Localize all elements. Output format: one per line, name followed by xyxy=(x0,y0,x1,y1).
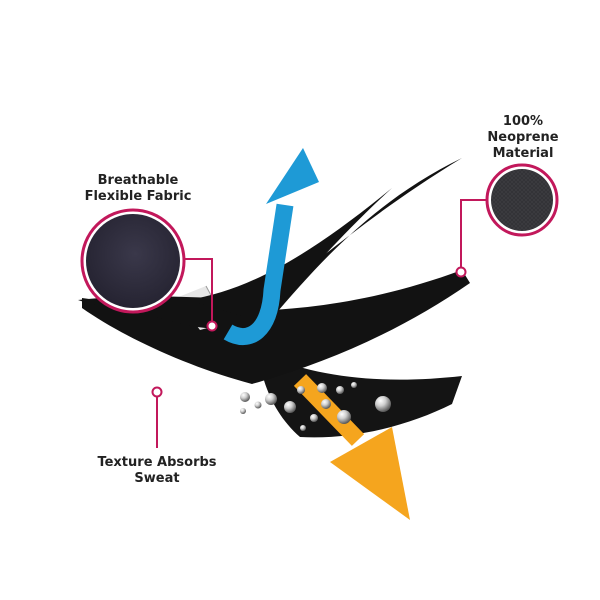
middle-layer xyxy=(188,188,392,322)
neoprene-label: 100% Neoprene Material xyxy=(478,114,568,162)
neoprene-label-line3: Material xyxy=(492,146,554,161)
texture-layer xyxy=(258,352,462,438)
sweat-droplets xyxy=(240,382,391,431)
texture-label: Texture Absorbs Sweat xyxy=(92,455,222,487)
texture-label-line2: Sweat xyxy=(134,471,180,486)
neoprene-label-line1: 100% xyxy=(502,114,544,129)
breathable-label: Breathable Flexible Fabric xyxy=(78,173,198,205)
neoprene-swatch xyxy=(491,169,553,231)
texture-label-line1: Texture Absorbs xyxy=(97,455,217,470)
sweat-down-arrow-icon xyxy=(293,374,410,520)
neoprene-label-line2: Neoprene xyxy=(487,130,559,145)
breathable-label-line1: Breathable xyxy=(97,173,179,188)
fabric-callout xyxy=(80,208,218,332)
fabric-swatch xyxy=(86,214,180,308)
texture-callout xyxy=(151,386,163,448)
breathable-label-line2: Flexible Fabric xyxy=(84,189,192,204)
neoprene-callout xyxy=(455,163,559,278)
airflow-up-arrow-icon xyxy=(223,148,319,345)
neoprene-core-layer xyxy=(82,270,470,384)
